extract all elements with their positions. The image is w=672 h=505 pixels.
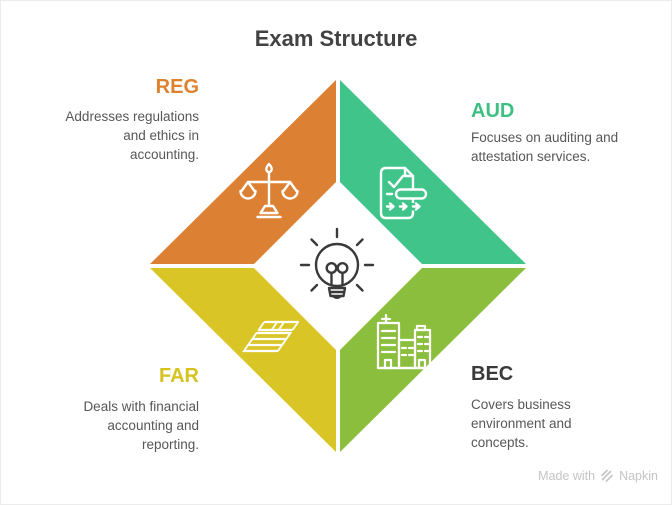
watermark-prefix: Made with [538,469,596,483]
reg-description: Addresses regulations and ethics in acco… [65,109,199,162]
aud-description: Focuses on auditing and attestation serv… [471,130,619,164]
aud-label: AUD [471,100,515,122]
far-segment [148,266,338,454]
audit-document-icon [379,166,428,220]
far-label: FAR [159,365,199,387]
lightbulb-icon [299,227,375,299]
far-description: Deals with financial accounting and repo… [83,399,199,452]
bec-label: BEC [471,363,514,385]
bec-segment [338,266,528,454]
page-title: Exam Structure [254,26,418,51]
watermark-brand: Napkin [619,469,658,483]
reg-label: REG [155,76,199,98]
made-with-napkin-watermark: Made with Napkin [538,469,658,483]
balance-scale-icon [239,162,299,219]
cash-stack-icon [242,320,300,353]
buildings-icon [376,313,432,370]
reg-segment [148,78,338,266]
napkin-logo-icon [601,469,613,482]
bec-description: Covers business environment and concepts… [471,397,572,450]
